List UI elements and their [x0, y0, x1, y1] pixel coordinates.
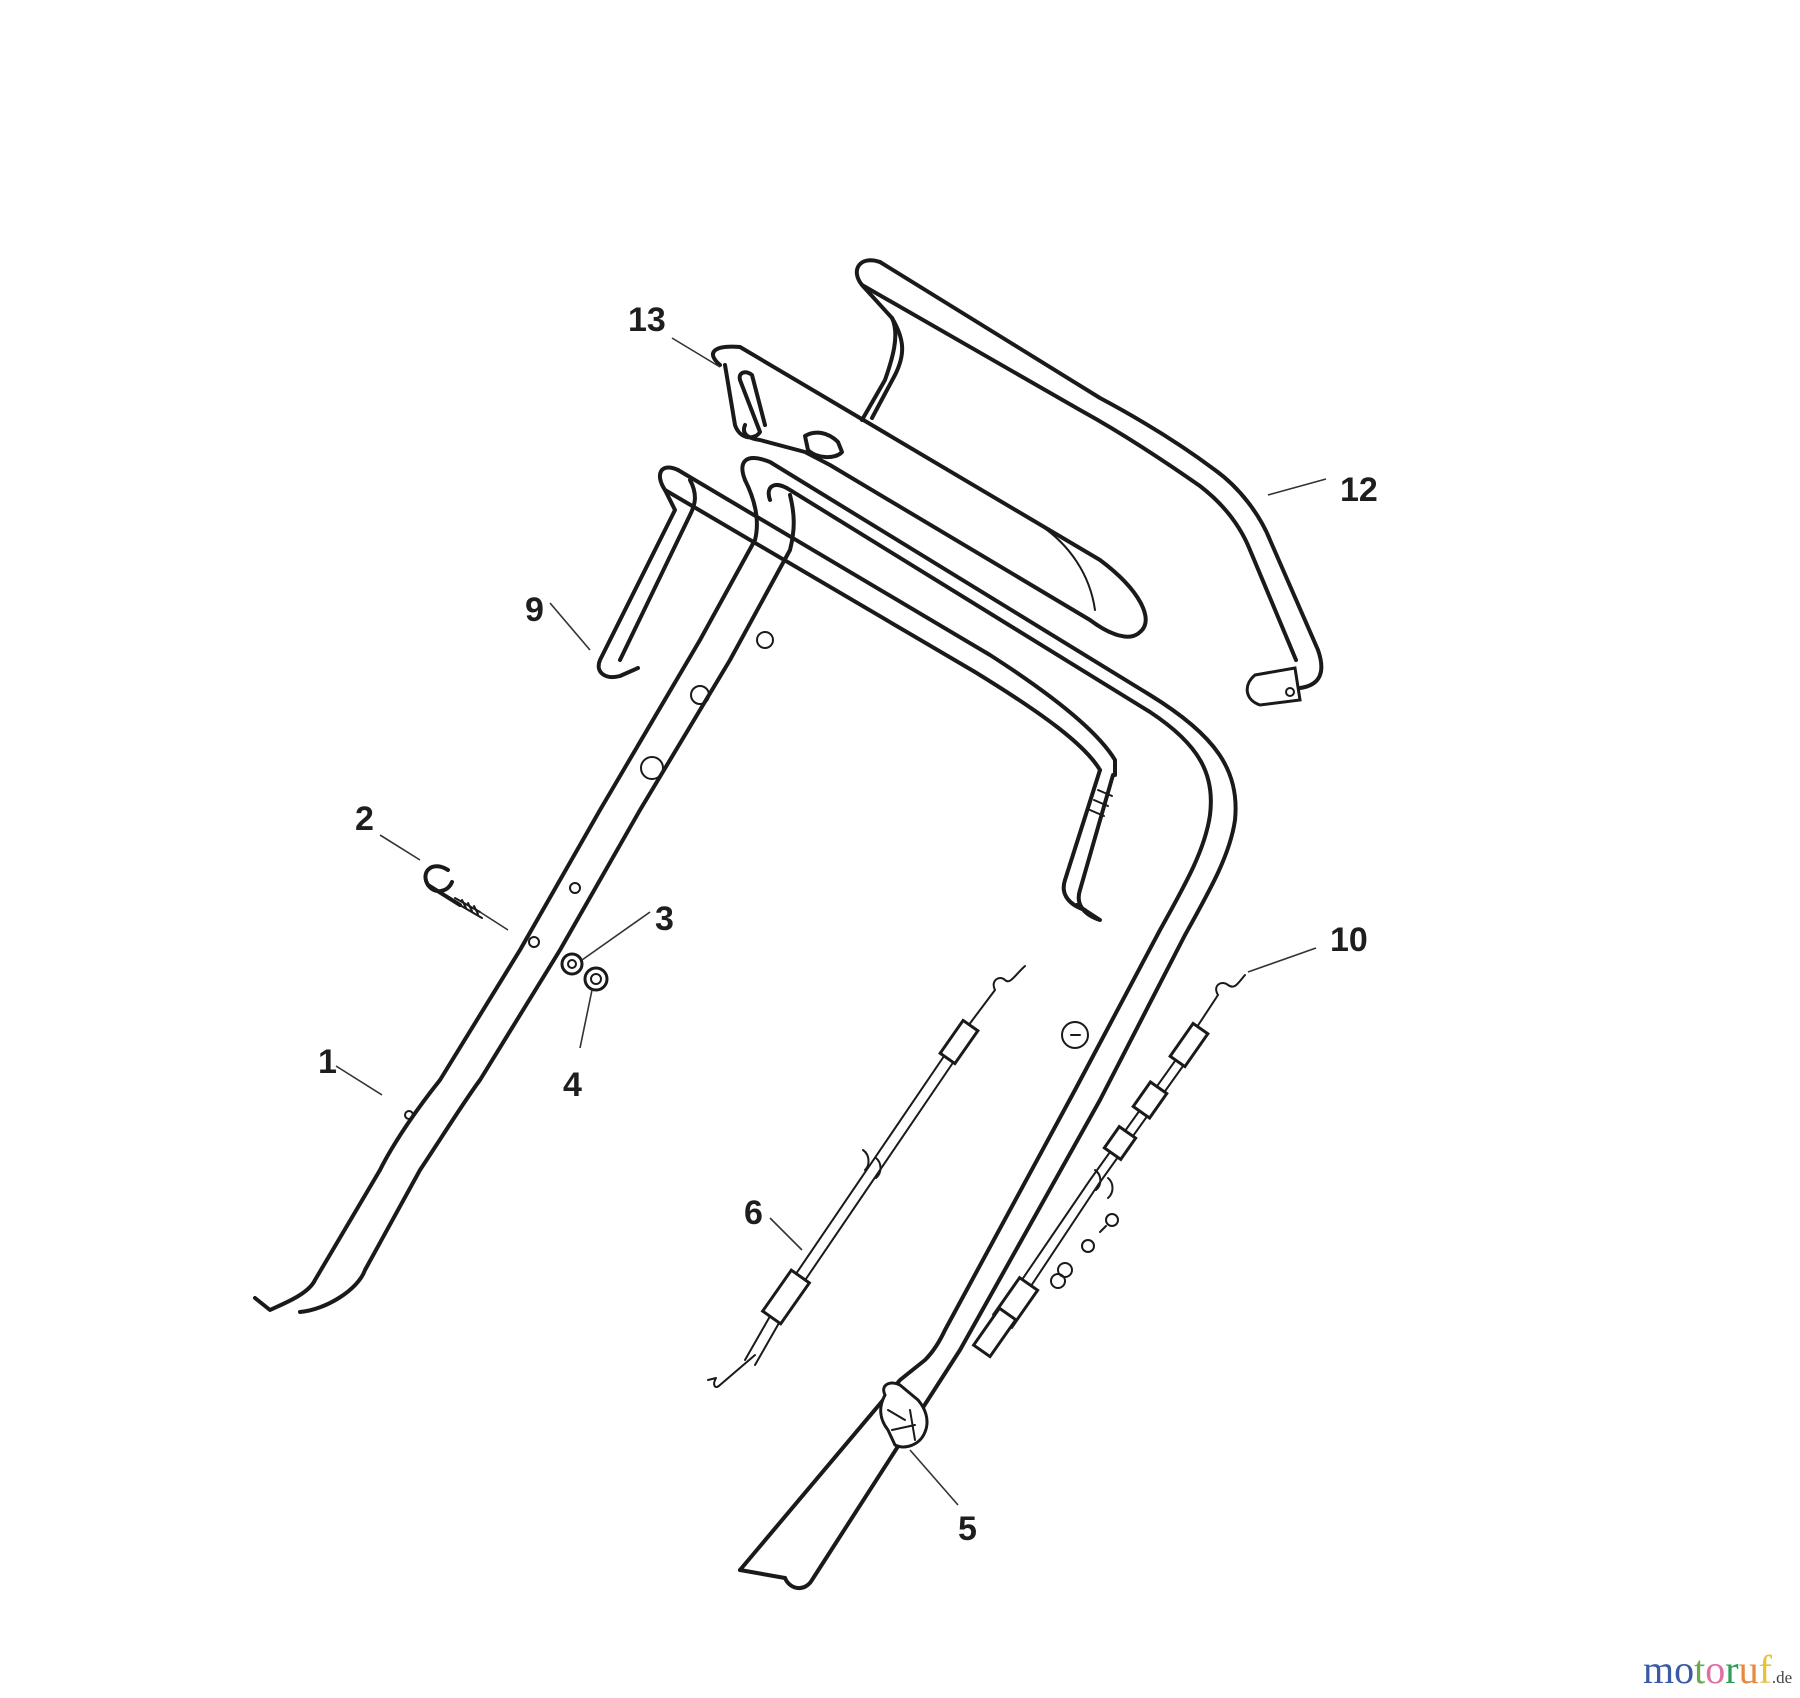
watermark-letter-o2: o — [1705, 1647, 1726, 1692]
callout-10: 10 — [1330, 921, 1368, 959]
watermark-letter-o1: o — [1674, 1647, 1695, 1692]
watermark-letter-m1: m — [1643, 1647, 1675, 1692]
part-3-washer[interactable] — [560, 952, 584, 976]
callout-1: 1 — [318, 1043, 337, 1081]
part-12-upper-bail[interactable] — [854, 258, 1324, 707]
callout-4: 4 — [563, 1066, 582, 1104]
callout-3: 3 — [655, 900, 674, 938]
callout-2: 2 — [355, 800, 374, 838]
watermark-letter-f: f — [1758, 1647, 1772, 1692]
part-13-grip-cover[interactable] — [711, 344, 1148, 639]
part-5-cable-clip[interactable] — [879, 1381, 929, 1449]
callout-6: 6 — [744, 1194, 763, 1232]
part-6-cable[interactable] — [707, 965, 1026, 1388]
part-10-cable[interactable] — [971, 974, 1246, 1359]
part-4-nut[interactable] — [583, 966, 609, 992]
watermark-logo: motoruf.de — [1643, 1650, 1792, 1690]
leader-lines — [335, 337, 1327, 1506]
callout-13: 13 — [628, 301, 666, 339]
watermark-letter-u: u — [1738, 1647, 1759, 1692]
part-2-eye-bolt[interactable] — [423, 864, 483, 919]
watermark-letter-t: t — [1694, 1647, 1706, 1692]
watermark-tld: .de — [1771, 1668, 1793, 1687]
part-1-upper-handle[interactable] — [253, 456, 1238, 1590]
part-9-control-bar[interactable] — [596, 465, 1117, 922]
watermark-letter-r: r — [1725, 1647, 1739, 1692]
callout-9: 9 — [525, 591, 544, 629]
callout-5: 5 — [958, 1510, 977, 1548]
callout-12: 12 — [1340, 471, 1378, 509]
